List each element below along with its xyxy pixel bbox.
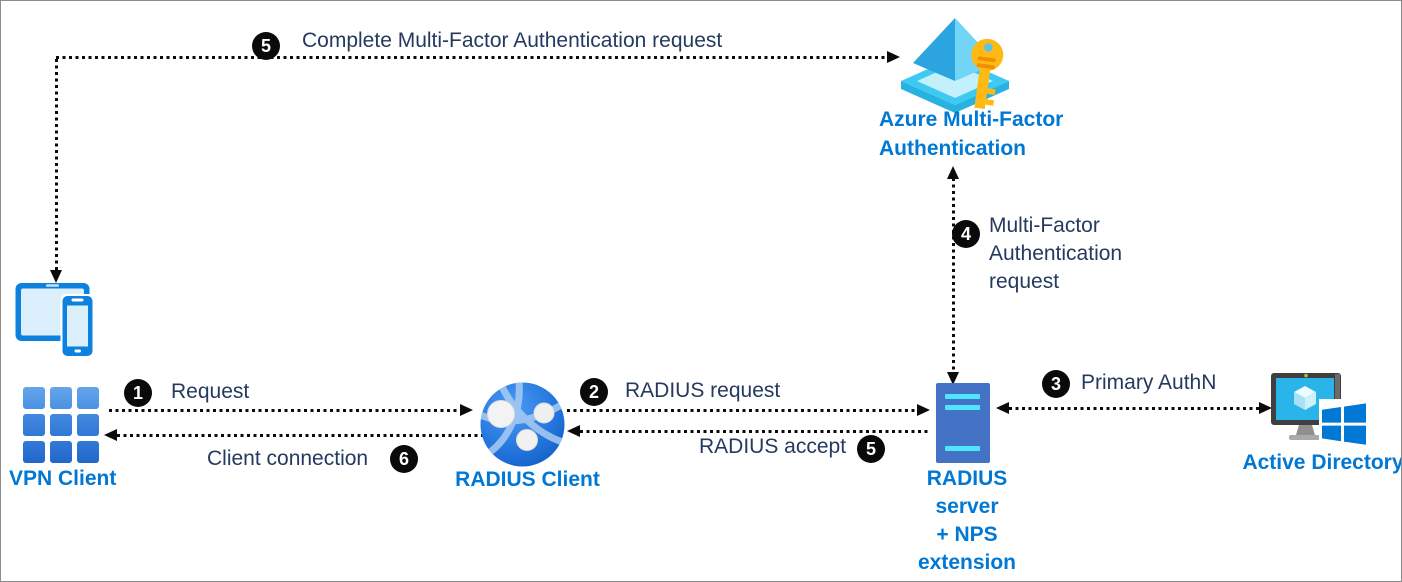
vpn-grid-icon xyxy=(23,387,99,463)
arrowhead-back-to-server xyxy=(996,402,1009,414)
step-badge-2: 2 xyxy=(580,378,608,406)
step-label-primary-authn: Primary AuthN xyxy=(1081,371,1217,394)
radius-server-icon xyxy=(936,383,990,463)
radius-client-label: RADIUS Client xyxy=(455,468,600,491)
active-directory-monitor-icon xyxy=(1271,373,1369,447)
step-label-radius-accept: RADIUS accept xyxy=(699,435,847,458)
radius-server-label-line3: + NPS xyxy=(936,523,998,546)
azure-mfa-label-line1: Azure Multi-Factor xyxy=(879,108,1064,131)
arrow-client-connection-line xyxy=(117,434,483,437)
azure-mfa-icon xyxy=(901,18,1009,113)
radius-server-label-line2: server xyxy=(935,495,999,518)
mfa-request-line2: Authentication xyxy=(989,242,1123,265)
mfa-request-line1: Multi-Factor xyxy=(989,214,1100,237)
arrowhead-to-azure-mfa xyxy=(887,51,900,63)
arrowhead-to-radius-server xyxy=(917,404,930,416)
radius-server-label-line1: RADIUS xyxy=(926,467,1008,490)
arrow-radius-request-line xyxy=(567,409,918,412)
arrow-primary-authn-line xyxy=(1009,407,1260,410)
mfa-request-line3: request xyxy=(989,270,1060,293)
arrowhead-down-radius-server xyxy=(947,372,959,385)
radius-server-label: RADIUS server + NPS extension xyxy=(902,465,1032,577)
arrow-mfa-request-line xyxy=(952,178,955,374)
arrowhead-to-radius-client xyxy=(460,404,473,416)
arrow-radius-accept-line xyxy=(580,430,931,433)
step-badge-5-accept: 5 xyxy=(857,435,885,463)
step-badge-1: 1 xyxy=(124,379,152,407)
step-badge-4: 4 xyxy=(952,220,980,248)
arrowhead-to-vpn-client xyxy=(50,270,62,283)
arrowhead-back-to-vpn xyxy=(104,429,117,441)
azure-mfa-label-line2: Authentication xyxy=(879,137,1026,160)
step-badge-3: 3 xyxy=(1042,370,1070,398)
radius-client-globe-icon xyxy=(480,382,565,467)
radius-server-label-line4: extension xyxy=(917,551,1017,574)
step-badge-6: 6 xyxy=(390,445,418,473)
key-icon xyxy=(971,38,1004,110)
step-label-complete-mfa: Complete Multi-Factor Authentication req… xyxy=(302,29,723,52)
step-label-mfa-request: Multi-Factor Authentication request xyxy=(989,212,1122,296)
windows-logo-icon xyxy=(1319,399,1369,447)
vpn-client-label: VPN Client xyxy=(9,467,117,490)
step-label-request: Request xyxy=(171,380,250,403)
step-badge-5-complete: 5 xyxy=(252,32,280,60)
active-directory-label: Active Directory xyxy=(1242,451,1402,474)
arrowhead-to-active-directory xyxy=(1259,402,1272,414)
arrowhead-up-azure-mfa xyxy=(947,166,959,179)
arrow-complete-mfa-line-v xyxy=(55,59,58,270)
azure-mfa-label: Azure Multi-Factor Authentication xyxy=(879,105,1063,163)
vpn-devices-icon xyxy=(15,283,95,358)
arrowhead-back-to-radius-client xyxy=(567,425,580,437)
step-label-client-connection: Client connection xyxy=(207,447,369,470)
arrow-complete-mfa-line-h xyxy=(56,56,887,59)
step-label-radius-request: RADIUS request xyxy=(625,379,781,402)
arrow-request-line xyxy=(109,409,461,412)
